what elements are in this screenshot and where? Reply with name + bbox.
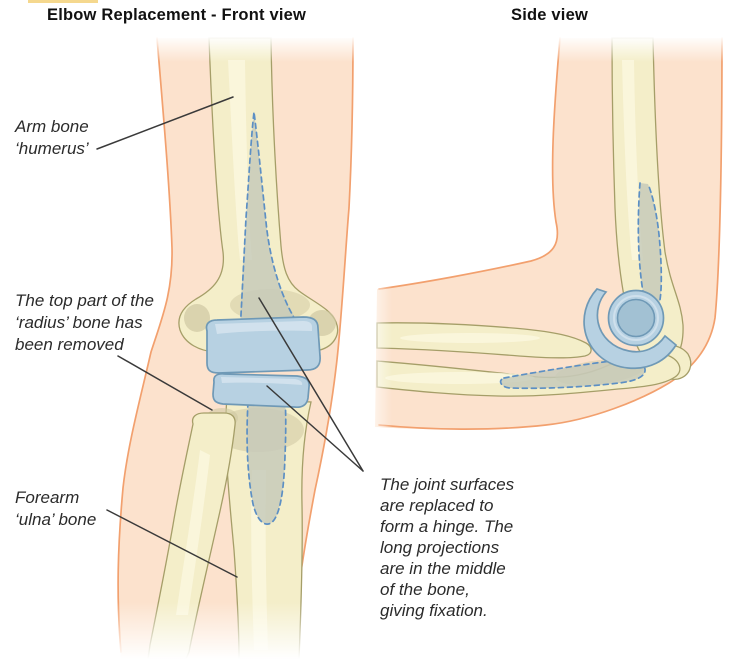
ulna-leader-line (106, 509, 238, 578)
side-view-title: Side view (511, 6, 589, 24)
front-view-illustration (117, 37, 354, 659)
top-accent-strip (28, 0, 98, 3)
label-arm-bone-humerus: Arm bone ‘humerus’ (15, 117, 89, 158)
side-radius-highlight (400, 333, 540, 343)
radius-highlight (176, 450, 210, 615)
label-joint-surfaces: The joint surfaces are replaced to form … (380, 475, 515, 620)
side-ulnar-stem-dashed-outline (499, 359, 646, 390)
ulna-bone (225, 397, 312, 659)
joint-leader-line-upper (258, 297, 364, 472)
side-arm-top-fade (545, 36, 735, 62)
label-forearm-ulna: Forearm ‘ulna’ bone (15, 488, 97, 529)
radius-leader-line (117, 355, 213, 411)
front-view-title: Elbow Replacement - Front view (47, 6, 307, 24)
side-arm-skin-outline-bottom (378, 37, 723, 430)
side-view-illustration (375, 37, 723, 430)
condyle-shading (184, 304, 210, 332)
humerus-leader-line (96, 96, 234, 150)
ulnar-implant-highlight (221, 377, 303, 385)
front-arm-top-fade (140, 36, 365, 62)
front-arm-skin-outline-right (292, 37, 354, 653)
label-radius-removed: The top part of the ‘radius’ bone has be… (15, 291, 154, 354)
front-arm-bottom-fade (95, 602, 395, 659)
ulnar-stem-shadow (247, 400, 286, 525)
joint-leader-line-lower (266, 385, 364, 472)
humeral-stem-dashed-outline (239, 111, 299, 335)
humeral-implant-highlight (215, 321, 312, 334)
hinge-circle-inner (616, 298, 656, 338)
front-arm-skin-outline-left (117, 37, 173, 653)
side-arm-skin-outline-top (378, 37, 561, 290)
side-ulna-highlight (385, 372, 535, 384)
hinge-circle-ring (613, 295, 659, 341)
side-ulnar-implant-cup (583, 288, 678, 370)
ulnar-stem-dashed-outline (246, 399, 287, 525)
side-forearm-left-fade (362, 262, 392, 434)
leader-lines (96, 96, 364, 578)
humerus-highlight (228, 60, 252, 260)
side-ulnar-stem-shadow (500, 359, 646, 389)
humeral-stem-shadow (240, 112, 300, 332)
